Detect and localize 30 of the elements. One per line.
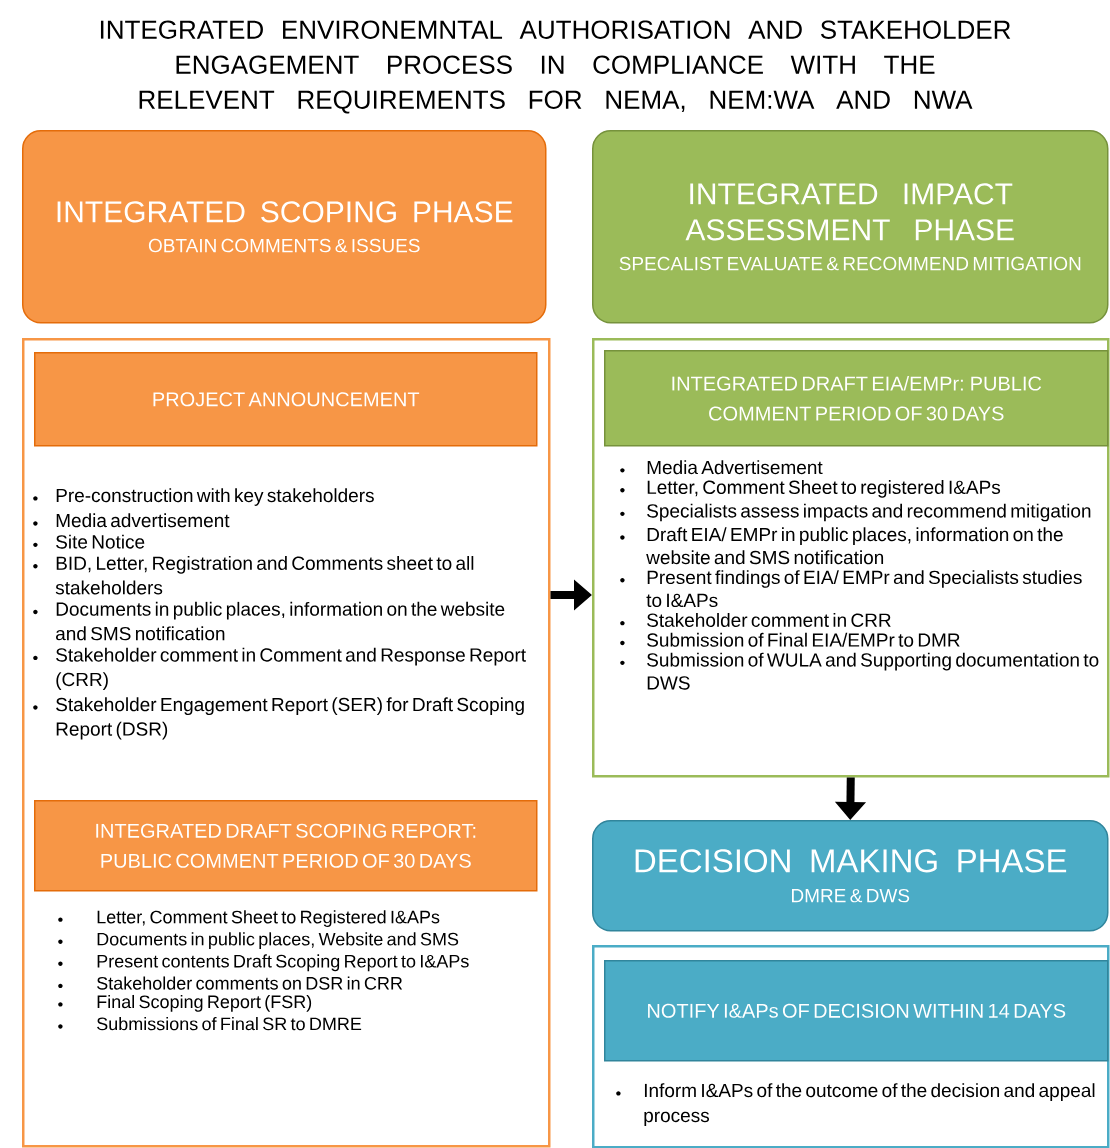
bullet-item: Stakeholder comment in Comment and Response Report (CRR)	[33, 647, 526, 690]
bullet-item: Stakeholder Engagement Report (SER) for Draft Scoping Report (DSR)	[33, 697, 524, 740]
phase-header: DECISION MAKING PHASE DMRE & DWS	[592, 820, 1109, 932]
bullet-item: Media Advertisement	[620, 460, 823, 475]
bullet-item: Draft EIA/ EMPr in public places, information on the website and SMS notification	[620, 527, 1063, 565]
bullet-item: Letter, Comment Sheet to registered I&APs	[620, 480, 1001, 498]
bullet-item: Present contents Draft Scoping Report to I&APs	[58, 954, 469, 972]
bullet-item: Documents in public places, information on the website and SMS notification	[33, 601, 505, 641]
bullet-item: Site Notice	[33, 534, 145, 549]
phase-header: INTEGRATED SCOPING PHASE OBTAIN COMMENTS & ISSUES	[22, 130, 547, 324]
step-box: NOTIFY I&APs OF DECISION WITHIN 14 DAYS	[604, 960, 1109, 1062]
bullet-item: Submission of Final EIA/EMPr to DMR	[620, 632, 960, 647]
bullet-item: Letter, Comment Sheet to Registered I&APs	[58, 910, 440, 927]
bullet-item: Submission of WULA and Supporting documentation to DWS	[620, 652, 1099, 690]
bullet-item: Documents in public places, Website and SMS	[58, 932, 459, 950]
bullet-item: Submissions of Final SR to DMRE	[58, 1017, 362, 1031]
bullet-item: Stakeholder comments on DSR in CRR	[58, 976, 403, 990]
step-box: INTEGRATED DRAFT SCOPING REPORT: PUBLIC COMMENT PERIOD OF 30 DAYS	[34, 800, 538, 892]
bullet-item: Media advertisement	[33, 513, 230, 528]
bullet-item: Pre-construction with key stakeholders	[33, 488, 374, 506]
phase-header: INTEGRATED IMPACT ASSESSMENT PHASE SPECALIST EVALUATE & RECOMMEND MITIGATION	[592, 130, 1109, 324]
bullet-item: Specialists assess impacts and recommend mitigation	[620, 503, 1091, 522]
title: INTEGRATED ENVIRONEMNTAL AUTHORISATION AND STAKEHOLDER ENGAGEMENT PROCESS IN COMPLIANCE WITH THE RELEVENT REQUIREMENTS FOR NEMA, NEM:WA AND NWA	[100, 20, 1011, 114]
bullet-item: Present findings of EIA/ EMPr and Specialists studies to I&APs	[620, 570, 1082, 608]
bullet-item: Inform I&APs of the outcome of the decision and appeal process	[616, 1083, 1095, 1126]
step-box: PROJECT ANNOUNCEMENT	[34, 352, 538, 447]
bullet-item: BID, Letter, Registration and Comments sheet to all stakeholders	[33, 556, 474, 595]
step-box: INTEGRATED DRAFT EIA/EMPr: PUBLIC COMMENT PERIOD OF 30 DAYS	[604, 350, 1109, 447]
bullet-item: Final Scoping Report (FSR)	[58, 994, 312, 1012]
bullet-item: Stakeholder comment in CRR	[620, 613, 891, 627]
